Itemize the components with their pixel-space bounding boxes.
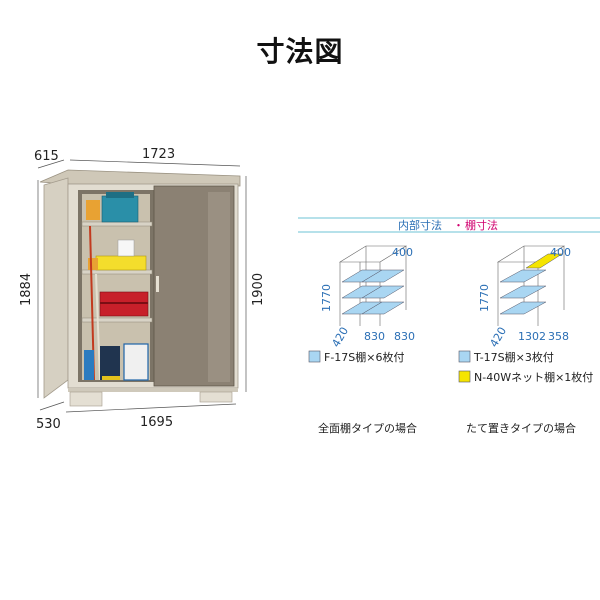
boots-sole bbox=[102, 376, 120, 380]
dimension-width-top: 1723 bbox=[142, 147, 175, 162]
full-shelf-diagram: 400 1770 420 830 830 bbox=[320, 245, 415, 350]
dimension-shelf-width-2: 358 bbox=[548, 330, 569, 343]
door-panel-right bbox=[208, 192, 230, 382]
dimension-width-bottom: 1695 bbox=[140, 415, 173, 430]
dimension-top-depth: 400 bbox=[550, 246, 571, 259]
page-title: 寸法図 bbox=[256, 35, 344, 68]
legend-vertical-shelf: T-17S棚×3枚付 bbox=[473, 350, 554, 364]
panel-header-shelf: 棚寸法 bbox=[465, 218, 498, 232]
box-item bbox=[86, 200, 100, 220]
dimension-inner-depth: 420 bbox=[329, 325, 351, 350]
foundation-block bbox=[69, 391, 103, 407]
dimension-line bbox=[39, 401, 65, 411]
dimension-top-depth: 400 bbox=[392, 246, 413, 259]
shelf-board bbox=[361, 301, 405, 315]
panel-header-separator: ・ bbox=[453, 219, 464, 232]
shelf-board bbox=[361, 269, 405, 283]
shelf-board bbox=[499, 285, 547, 299]
dimension-shelf-width-1: 1302 bbox=[518, 330, 546, 343]
dimension-inner-depth: 420 bbox=[487, 325, 509, 350]
yellow-bin-item bbox=[95, 255, 147, 271]
dimension-shelf-width-2: 830 bbox=[394, 330, 415, 343]
net-shelf-board bbox=[525, 253, 563, 269]
shelf-board bbox=[499, 301, 547, 315]
dimension-line bbox=[37, 159, 65, 169]
shelf bbox=[81, 221, 153, 227]
boot-item bbox=[84, 350, 94, 380]
dimension-depth-bottom: 530 bbox=[36, 417, 61, 432]
legend-swatch-net bbox=[458, 370, 471, 383]
toolbox-item bbox=[101, 195, 139, 223]
shelf-board bbox=[499, 269, 547, 283]
legend-full-shelf: F-17S棚×6枚付 bbox=[324, 350, 405, 364]
dimension-line bbox=[69, 159, 241, 167]
shed-base bbox=[68, 388, 238, 392]
shelf bbox=[81, 317, 153, 323]
shelf-board bbox=[361, 285, 405, 299]
dimension-height-right: 1900 bbox=[251, 273, 266, 306]
foundation-block bbox=[199, 391, 233, 403]
tool-handle bbox=[95, 273, 101, 381]
container-item bbox=[117, 239, 135, 257]
caption-vertical-type: たて置きタイプの場合 bbox=[466, 421, 576, 435]
legend-net-shelf: N-40Wネット棚×1枚付 bbox=[474, 370, 593, 384]
shelf bbox=[81, 269, 153, 275]
dimension-inner-height: 1770 bbox=[320, 284, 333, 312]
internal-dimensions-panel: 内部寸法 ・ 棚寸法 400 1770 420 830 830 bbox=[298, 217, 600, 435]
dimension-shelf-width-1: 830 bbox=[364, 330, 385, 343]
door-handle bbox=[156, 276, 159, 292]
boots-item bbox=[100, 346, 120, 380]
cooler-item bbox=[123, 343, 149, 381]
dimension-height-left: 1884 bbox=[19, 273, 34, 306]
can-item bbox=[88, 258, 98, 270]
dimension-depth-top: 615 bbox=[34, 149, 59, 164]
dimension-inner-height: 1770 bbox=[478, 284, 491, 312]
legend-swatch-shelf bbox=[458, 350, 471, 363]
shed-illustration: 615 1723 1884 1900 530 1695 bbox=[19, 147, 266, 432]
toolbox-lid bbox=[106, 192, 134, 198]
shed-side-panel bbox=[43, 177, 69, 399]
dimension-line bbox=[65, 403, 237, 413]
panel-header-internal: 内部寸法 bbox=[398, 218, 442, 232]
red-toolbox-drawer bbox=[100, 302, 148, 304]
legend-swatch-shelf bbox=[308, 350, 321, 363]
vertical-shelf-diagram: 400 1770 420 1302 358 bbox=[478, 245, 571, 350]
caption-full-shelf-type: 全面棚タイプの場合 bbox=[318, 421, 417, 435]
